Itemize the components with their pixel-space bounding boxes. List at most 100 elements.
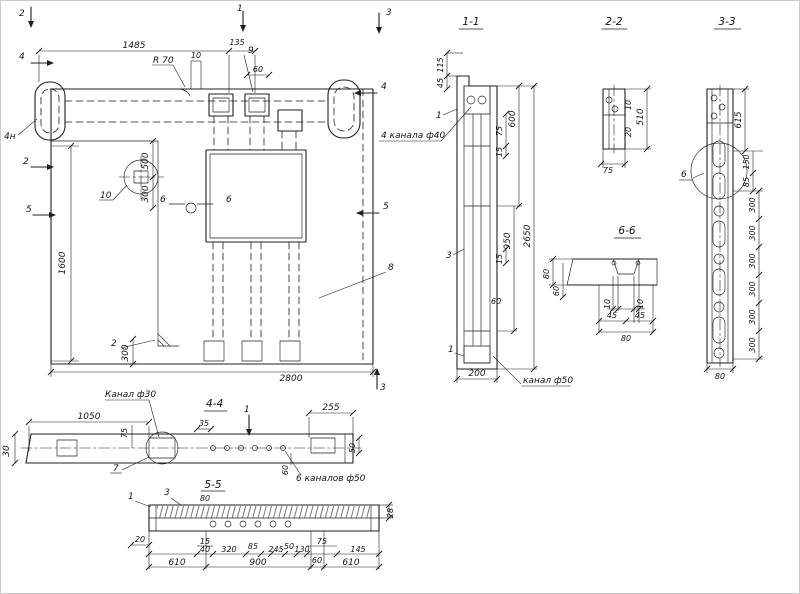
cut-mark-3: 3 <box>380 383 386 393</box>
dim-10: 10 <box>624 100 633 110</box>
plan-view-linework <box>17 6 387 390</box>
callout-1: 1 <box>436 111 442 121</box>
plan-view-labels: 2 1 3 4 1485 10 135 9 R 70 60 4 4н 2 500… <box>4 4 394 393</box>
callout-4n: 4н <box>4 132 16 142</box>
dim-60: 60 <box>253 65 263 74</box>
dim-2650: 2650 <box>523 224 533 247</box>
dim-300: 300 <box>748 281 757 296</box>
note-kanal-f30: Канал ф30 <box>105 390 156 400</box>
callout-1: 1 <box>128 492 134 502</box>
dim-300: 300 <box>748 253 757 268</box>
dim-600: 600 <box>508 110 518 127</box>
section-title-6-6: 6-6 <box>618 225 635 237</box>
callout-2: 2 <box>111 339 117 349</box>
cut-mark-5: 5 <box>383 202 389 212</box>
dim-300: 300 <box>748 197 757 212</box>
dim-10: 10 <box>636 299 645 309</box>
dim-10: 10 <box>603 299 612 309</box>
cut-mark-4: 4 <box>381 82 387 92</box>
section-6-6-labels: 6-6 80 60 10 10 45 45 80 <box>542 225 645 343</box>
dim-300: 300 <box>748 337 757 352</box>
dim-35: 35 <box>199 419 209 428</box>
section-3-3-linework <box>679 28 763 373</box>
section-title-3-3: 3-3 <box>718 16 735 28</box>
dim-15: 15 <box>495 254 504 264</box>
dim-300: 300 <box>748 225 757 240</box>
note-6-kanalov-f50: 6 каналов ф50 <box>296 474 366 484</box>
dim-300: 300 <box>748 309 757 324</box>
callout-7: 7 <box>113 464 119 474</box>
dim-60: 60 <box>312 556 322 565</box>
dim-60: 60 <box>491 297 501 306</box>
dim-255: 255 <box>322 403 339 413</box>
dim-50: 50 <box>348 443 357 453</box>
cut-mark-4: 4 <box>19 52 25 62</box>
section-3-3-labels: 3-3 615 6 150 85 300 300 300 300 300 300… <box>681 16 757 381</box>
dim-28: 28 <box>386 508 395 518</box>
dim-1485: 1485 <box>123 41 146 51</box>
dim-950: 950 <box>503 232 513 249</box>
callout-3: 3 <box>446 251 452 261</box>
dim-610: 610 <box>342 558 359 568</box>
section-5-5-labels: 5-5 1 3 80 28 20 15 75 40 320 85 245 50 … <box>128 479 395 568</box>
dim-510: 510 <box>636 108 646 125</box>
dim-135: 135 <box>229 38 244 47</box>
section-title-5-5: 5-5 <box>204 479 221 491</box>
dim-75: 75 <box>603 166 613 175</box>
callout-8: 8 <box>388 263 394 273</box>
section-1-1-linework <box>379 28 571 387</box>
dim-80: 80 <box>715 372 725 381</box>
dim-80: 80 <box>542 269 551 279</box>
cut-mark-2: 2 <box>23 157 29 167</box>
bottom-strip-labels: Канал ф30 1050 75 4-4 35 1 255 30 50 7 6… <box>2 390 366 484</box>
dim-300: 300 <box>121 344 131 361</box>
dim-40: 40 <box>200 545 210 554</box>
cut-mark-3: 3 <box>386 8 392 18</box>
callout-10: 10 <box>100 191 112 201</box>
dim-500: 500 <box>141 152 151 169</box>
section-6-6-linework <box>549 237 658 336</box>
cut-mark-6: 6 <box>160 195 166 205</box>
callout-3: 3 <box>164 488 170 498</box>
dim-2800: 2800 <box>280 374 303 384</box>
callout-1: 1 <box>448 345 454 355</box>
dim-45: 45 <box>635 311 645 320</box>
cut-mark-6: 6 <box>226 195 232 205</box>
dim-60: 60 <box>281 465 290 475</box>
cut-mark-1: 1 <box>237 4 243 14</box>
dim-615: 615 <box>734 111 744 128</box>
dim-115: 115 <box>436 57 445 72</box>
section-5-5-linework <box>127 490 393 571</box>
cut-mark-2: 2 <box>19 9 25 19</box>
section-2-2-labels: 2-2 10 20 510 75 <box>603 16 646 175</box>
dim-200: 200 <box>468 369 485 379</box>
cut-mark-5: 5 <box>26 205 32 215</box>
section-title-2-2: 2-2 <box>605 16 622 28</box>
bottom-strip-linework <box>11 399 363 476</box>
dim-145: 145 <box>350 545 365 554</box>
dim-10: 10 <box>191 51 201 60</box>
section-title-4-4: 4-4 <box>206 398 223 410</box>
section-title-1-1: 1-1 <box>462 16 479 28</box>
dim-60: 60 <box>552 286 561 296</box>
dim-610: 610 <box>168 558 185 568</box>
dim-85: 85 <box>248 542 258 551</box>
dim-15: 15 <box>495 147 504 157</box>
section-1-1-labels: 1-1 115 45 1 4 канала ф40 75 15 600 950 … <box>381 16 573 386</box>
dim-75: 75 <box>120 428 129 438</box>
dim-130: 130 <box>294 545 309 554</box>
dim-20: 20 <box>135 535 145 544</box>
dim-15: 15 <box>200 537 210 546</box>
dim-45: 45 <box>436 78 445 88</box>
dim-300: 300 <box>141 185 151 202</box>
note-4-kanala-f40: 4 канала ф40 <box>381 131 445 141</box>
dim-20: 20 <box>624 127 633 137</box>
dim-80: 80 <box>621 334 631 343</box>
dim-80: 80 <box>200 494 210 503</box>
note-kanal-f50: канал ф50 <box>523 376 573 386</box>
dim-30: 30 <box>2 445 12 457</box>
dim-245: 245 <box>268 545 283 554</box>
dim-r70: R 70 <box>153 56 174 66</box>
